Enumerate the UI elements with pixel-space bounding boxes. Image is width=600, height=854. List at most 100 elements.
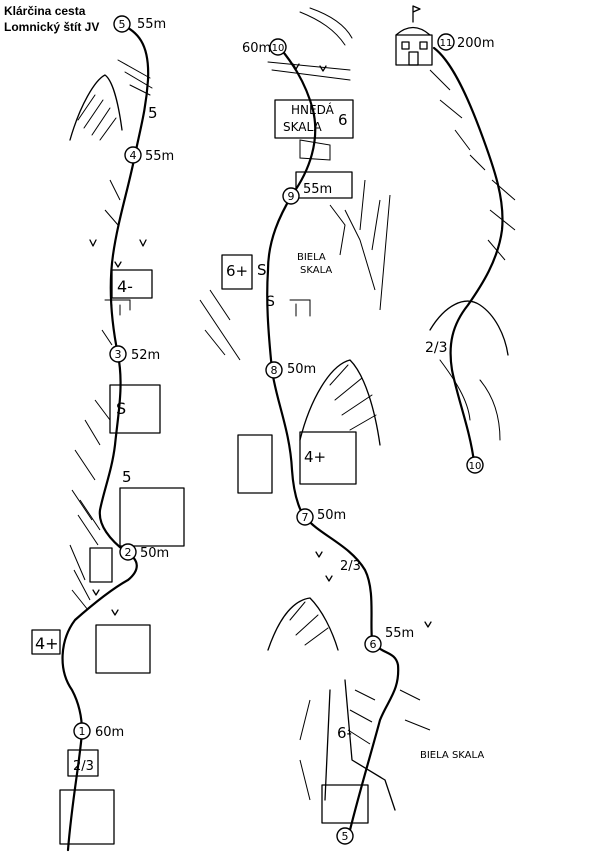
grade-label: 6- [337,724,352,742]
terrain-sketch [31,5,516,845]
station-circle [466,456,484,474]
rock-block [111,269,153,299]
route-line-3 [432,46,504,464]
biela-skala-label: SKALA [300,265,332,276]
station-number: 2 [125,546,132,559]
rock-block [67,749,99,777]
summit-hut-icon [395,5,433,66]
hneda-skala-label: HNEDÁ [291,102,335,117]
station-circle [364,635,382,653]
rock-block [299,139,331,161]
grade-label: 5 [148,104,158,122]
hatch-strokes [73,499,101,601]
rock-block [59,789,115,845]
crag-outline [69,74,123,141]
station-number: 11 [440,38,453,49]
hatch-strokes [429,69,516,261]
station-number: 1 [79,725,86,738]
station-circle [437,33,455,51]
rock-block [89,547,113,583]
hatch-strokes [69,179,121,611]
grade-label: S [116,399,126,418]
crag-hatch [77,94,117,141]
crack-lines [104,299,131,316]
grade-label: S [266,294,275,310]
hatch-strokes [299,689,431,801]
biela-skala-label: BIELA SKALA [420,750,484,761]
crack-lines [289,299,311,317]
station-number: 6 [370,638,377,651]
rock-block [237,434,273,494]
station-number: 8 [271,364,278,377]
grade-labels: 5 4- S 5 4+ 2/3 6 6+ S S 4+ 2/3 6- 2/3 [35,104,448,774]
station-circle [124,146,142,164]
crag-outline [267,597,339,651]
station-circle [296,508,314,526]
station-altitude: 55m [137,17,166,32]
grade-label: 2/3 [73,759,94,774]
station-markers: 5 55m 4 55m 3 52m 2 50m 1 60m 10 60m 9 5… [73,15,494,845]
rock-marks [89,63,432,628]
station-altitude: 55m [145,149,174,164]
station-altitude: 50m [287,362,316,377]
snow-lines [299,7,353,46]
station-number: 4 [130,149,137,162]
route-line-2 [266,46,400,832]
rock-block [31,629,61,655]
rock-block [221,254,253,290]
grade-label: 5 [122,468,132,486]
landmark-labels: HNEDÁ SKALA BIELA SKALA BIELA SKALA [283,102,484,761]
chimney-outline [324,679,396,811]
rock-block [321,784,369,824]
station-number: 5 [119,18,126,31]
station-altitude: 60m [95,725,124,740]
grade-label: 4- [117,277,133,296]
station-altitude: 55m [303,182,332,197]
station-circle [73,722,91,740]
station-altitude: 50m [140,546,169,561]
station-circle [109,345,127,363]
grade-label: 4+ [304,448,326,466]
grade-label: 6+ [226,262,248,280]
station-circle [265,361,283,379]
rock-block [299,431,357,485]
grade-label: 4+ [35,634,59,653]
station-number: 9 [288,190,295,203]
crag-outline [299,359,381,446]
station-number: 10 [272,43,285,54]
grade-label: 6 [338,111,348,129]
crag-outline [429,300,509,356]
station-altitude: 200m [457,36,494,51]
crag-hatch [289,601,329,646]
station-number: 10 [469,461,482,472]
station-altitude: 60m [242,41,271,56]
station-number: 5 [342,830,349,843]
crag-hatch [329,364,377,431]
hatch-strokes [329,179,391,311]
station-circle [282,187,300,205]
biela-skala-label: BIELA [297,252,326,263]
station-altitude: 52m [131,348,160,363]
station-circle [113,15,131,33]
route-subtitle: Lomnický štít JV [4,20,100,34]
station-number: 3 [115,348,122,361]
station-altitude: 55m [385,626,414,641]
slope-lines [439,359,501,441]
grade-label: 2/3 [340,559,361,574]
station-number: 7 [302,511,309,524]
grade-label: 2/3 [425,340,448,356]
rock-block [119,487,185,547]
grade-label: S [257,261,267,279]
hneda-skala-label: SKALA [283,120,322,134]
rock-block [109,384,161,434]
hatch-strokes [199,289,241,361]
rock-block [295,171,353,199]
ridge-lines [267,61,351,81]
route-title: Klárčina cesta [4,4,86,18]
station-altitude: 50m [317,508,346,523]
station-circle [269,38,287,56]
station-circle [119,543,137,561]
rock-block [95,624,151,674]
